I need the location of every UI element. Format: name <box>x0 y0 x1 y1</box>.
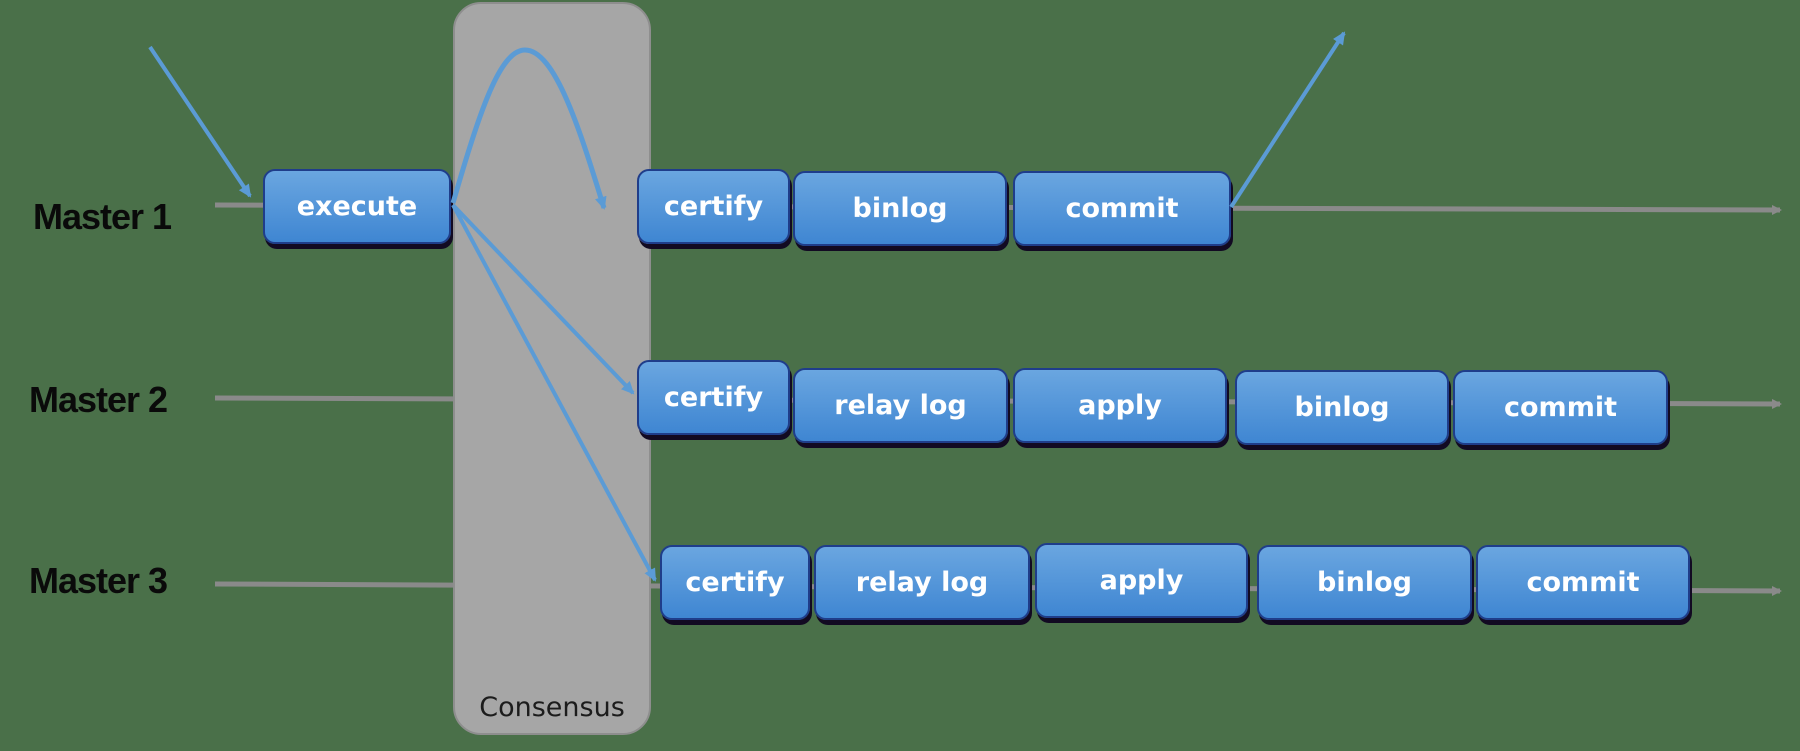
stage-commit-m2: commit <box>1453 370 1668 445</box>
stage-relay-log-m2: relay log <box>793 368 1008 443</box>
master-3-label: Master 3 <box>29 560 168 601</box>
stage-commit-m3: commit <box>1476 545 1690 620</box>
stage-apply-m3: apply <box>1035 543 1248 618</box>
stage-certify-m3: certify <box>660 545 810 620</box>
stage-binlog-m1: binlog <box>793 171 1007 246</box>
broadcast-to-master-3-arrow <box>451 204 657 582</box>
stage-commit-m1: commit <box>1013 171 1231 246</box>
stage-execute-m1: execute <box>263 169 451 244</box>
self-delivery-arrow <box>450 47 607 210</box>
stage-binlog-m3: binlog <box>1257 545 1472 620</box>
stage-apply-m2: apply <box>1013 368 1227 443</box>
stage-relay-log-m3: relay log <box>814 545 1030 620</box>
stage-binlog-m2: binlog <box>1235 370 1449 445</box>
consensus-region: Consensus <box>453 2 651 735</box>
stage-certify-m1: certify <box>637 169 790 244</box>
master-2-label: Master 2 <box>29 379 168 420</box>
broadcast-to-master-2-arrow <box>451 203 635 395</box>
master-1-label: Master 1 <box>33 196 172 237</box>
consensus-label: Consensus <box>479 692 625 723</box>
incoming-request-arrow <box>148 45 252 198</box>
stage-certify-m2: certify <box>637 360 790 435</box>
outgoing-response-arrow <box>1229 31 1346 209</box>
